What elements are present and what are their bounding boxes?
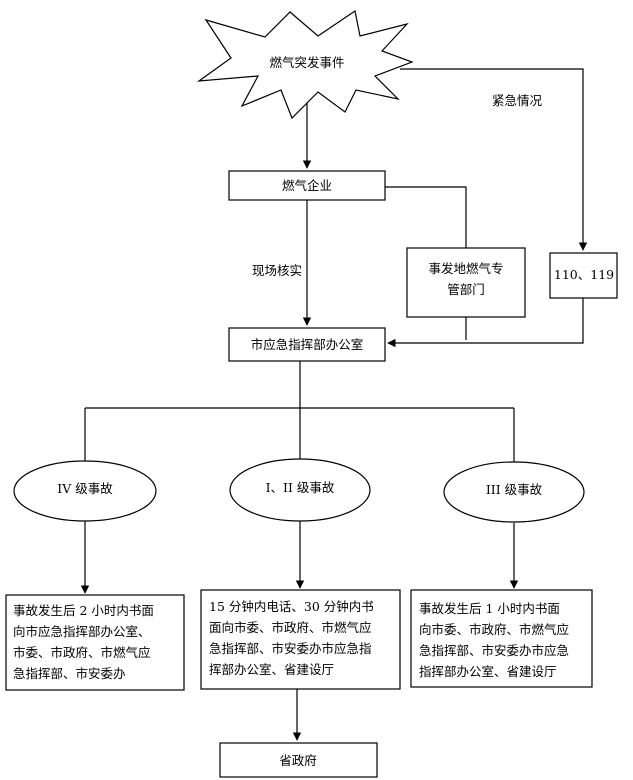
incident-starburst: 燃气突发事件 [196,9,414,120]
event-label: 燃气突发事件 [269,55,344,70]
emergency-label: 紧急情况 [492,93,543,108]
starburst-shape [196,9,414,120]
grade-iii-report-box [410,589,593,688]
grade-iii-report-line: 急指挥部、市安委办市应急 [419,643,569,658]
provincial-government-label: 省政府 [279,753,317,768]
grade-i-ii-report-line: 15 分钟内电话、30 分钟内书 [209,599,374,614]
grade-iv-report-line: 急指挥部、市安委办 [13,666,126,681]
grade-iii-report-line: 向市委、市政府、市燃气应 [419,622,569,637]
local-gas-dept-box [406,247,526,318]
grade-i-ii-label: I、II 级事故 [266,480,335,495]
grade-i-ii-report-box [200,589,401,690]
grade-i-ii-report-line: 面向市委、市政府、市燃气应 [209,620,372,635]
grade-iv-report-box [5,594,185,691]
grade-iii-ellipse [443,461,585,523]
local-gas-dept-line-2: 管部门 [447,282,485,297]
grade-iii-report-line: 指挥部办公室、省建设厅 [419,664,557,679]
hotline-label: 110、119 [554,267,614,282]
verify-label: 现场核实 [252,263,302,278]
grade-iii-report-line: 事故发生后 1 小时内书面 [419,601,560,616]
grade-iv-report-line: 事故发生后 2 小时内书面 [13,603,154,618]
hotline-box [549,252,618,299]
grade-iii-label: III 级事故 [486,482,543,497]
grade-iv-label: IV 级事故 [57,481,113,496]
edge-company-to-dept [385,186,467,248]
gas-company-box [228,170,386,201]
grade-i-ii-report-line: 挥部办公室、省建设厅 [209,662,334,677]
grade-iv-report-line: 向市应急指挥部办公室、 [13,624,151,639]
provincial-government-box [219,742,378,778]
city-emergency-office-label: 市应急指挥部办公室 [251,337,364,352]
city-emergency-office-box [228,327,386,362]
local-gas-dept-line-1: 事发地燃气专 [428,261,503,276]
edge-hotline-to-office [387,298,584,348]
grade-iv-report-line: 市委、市政府、市燃气应 [13,645,151,660]
edge-event-to-hotline [400,68,588,251]
connectors [80,68,588,741]
gas-company-label: 燃气企业 [282,178,332,193]
grade-i-ii-report-line: 急指挥部、市安委办市应急指 [209,641,372,656]
grade-i-ii-ellipse [229,458,371,522]
grade-iv-ellipse [13,460,157,522]
